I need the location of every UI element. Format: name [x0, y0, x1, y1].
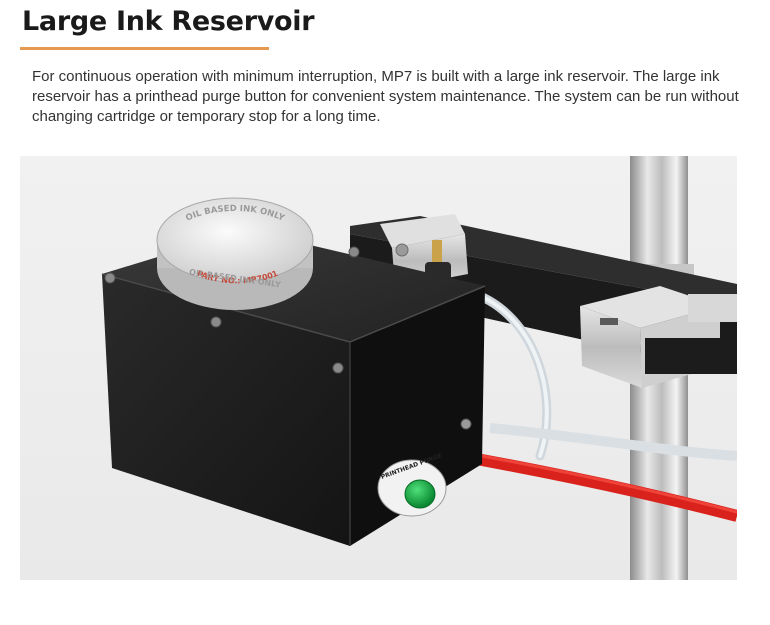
section-description: For continuous operation with minimum in…: [32, 68, 739, 125]
ink-reservoir-photo: OIL BASED INK ONLY PART NO.: MP7001 OIL …: [20, 156, 737, 580]
section-title: Large Ink Reservoir: [22, 6, 315, 37]
title-underline: [20, 47, 269, 50]
printhead-purge-button: [404, 479, 436, 509]
